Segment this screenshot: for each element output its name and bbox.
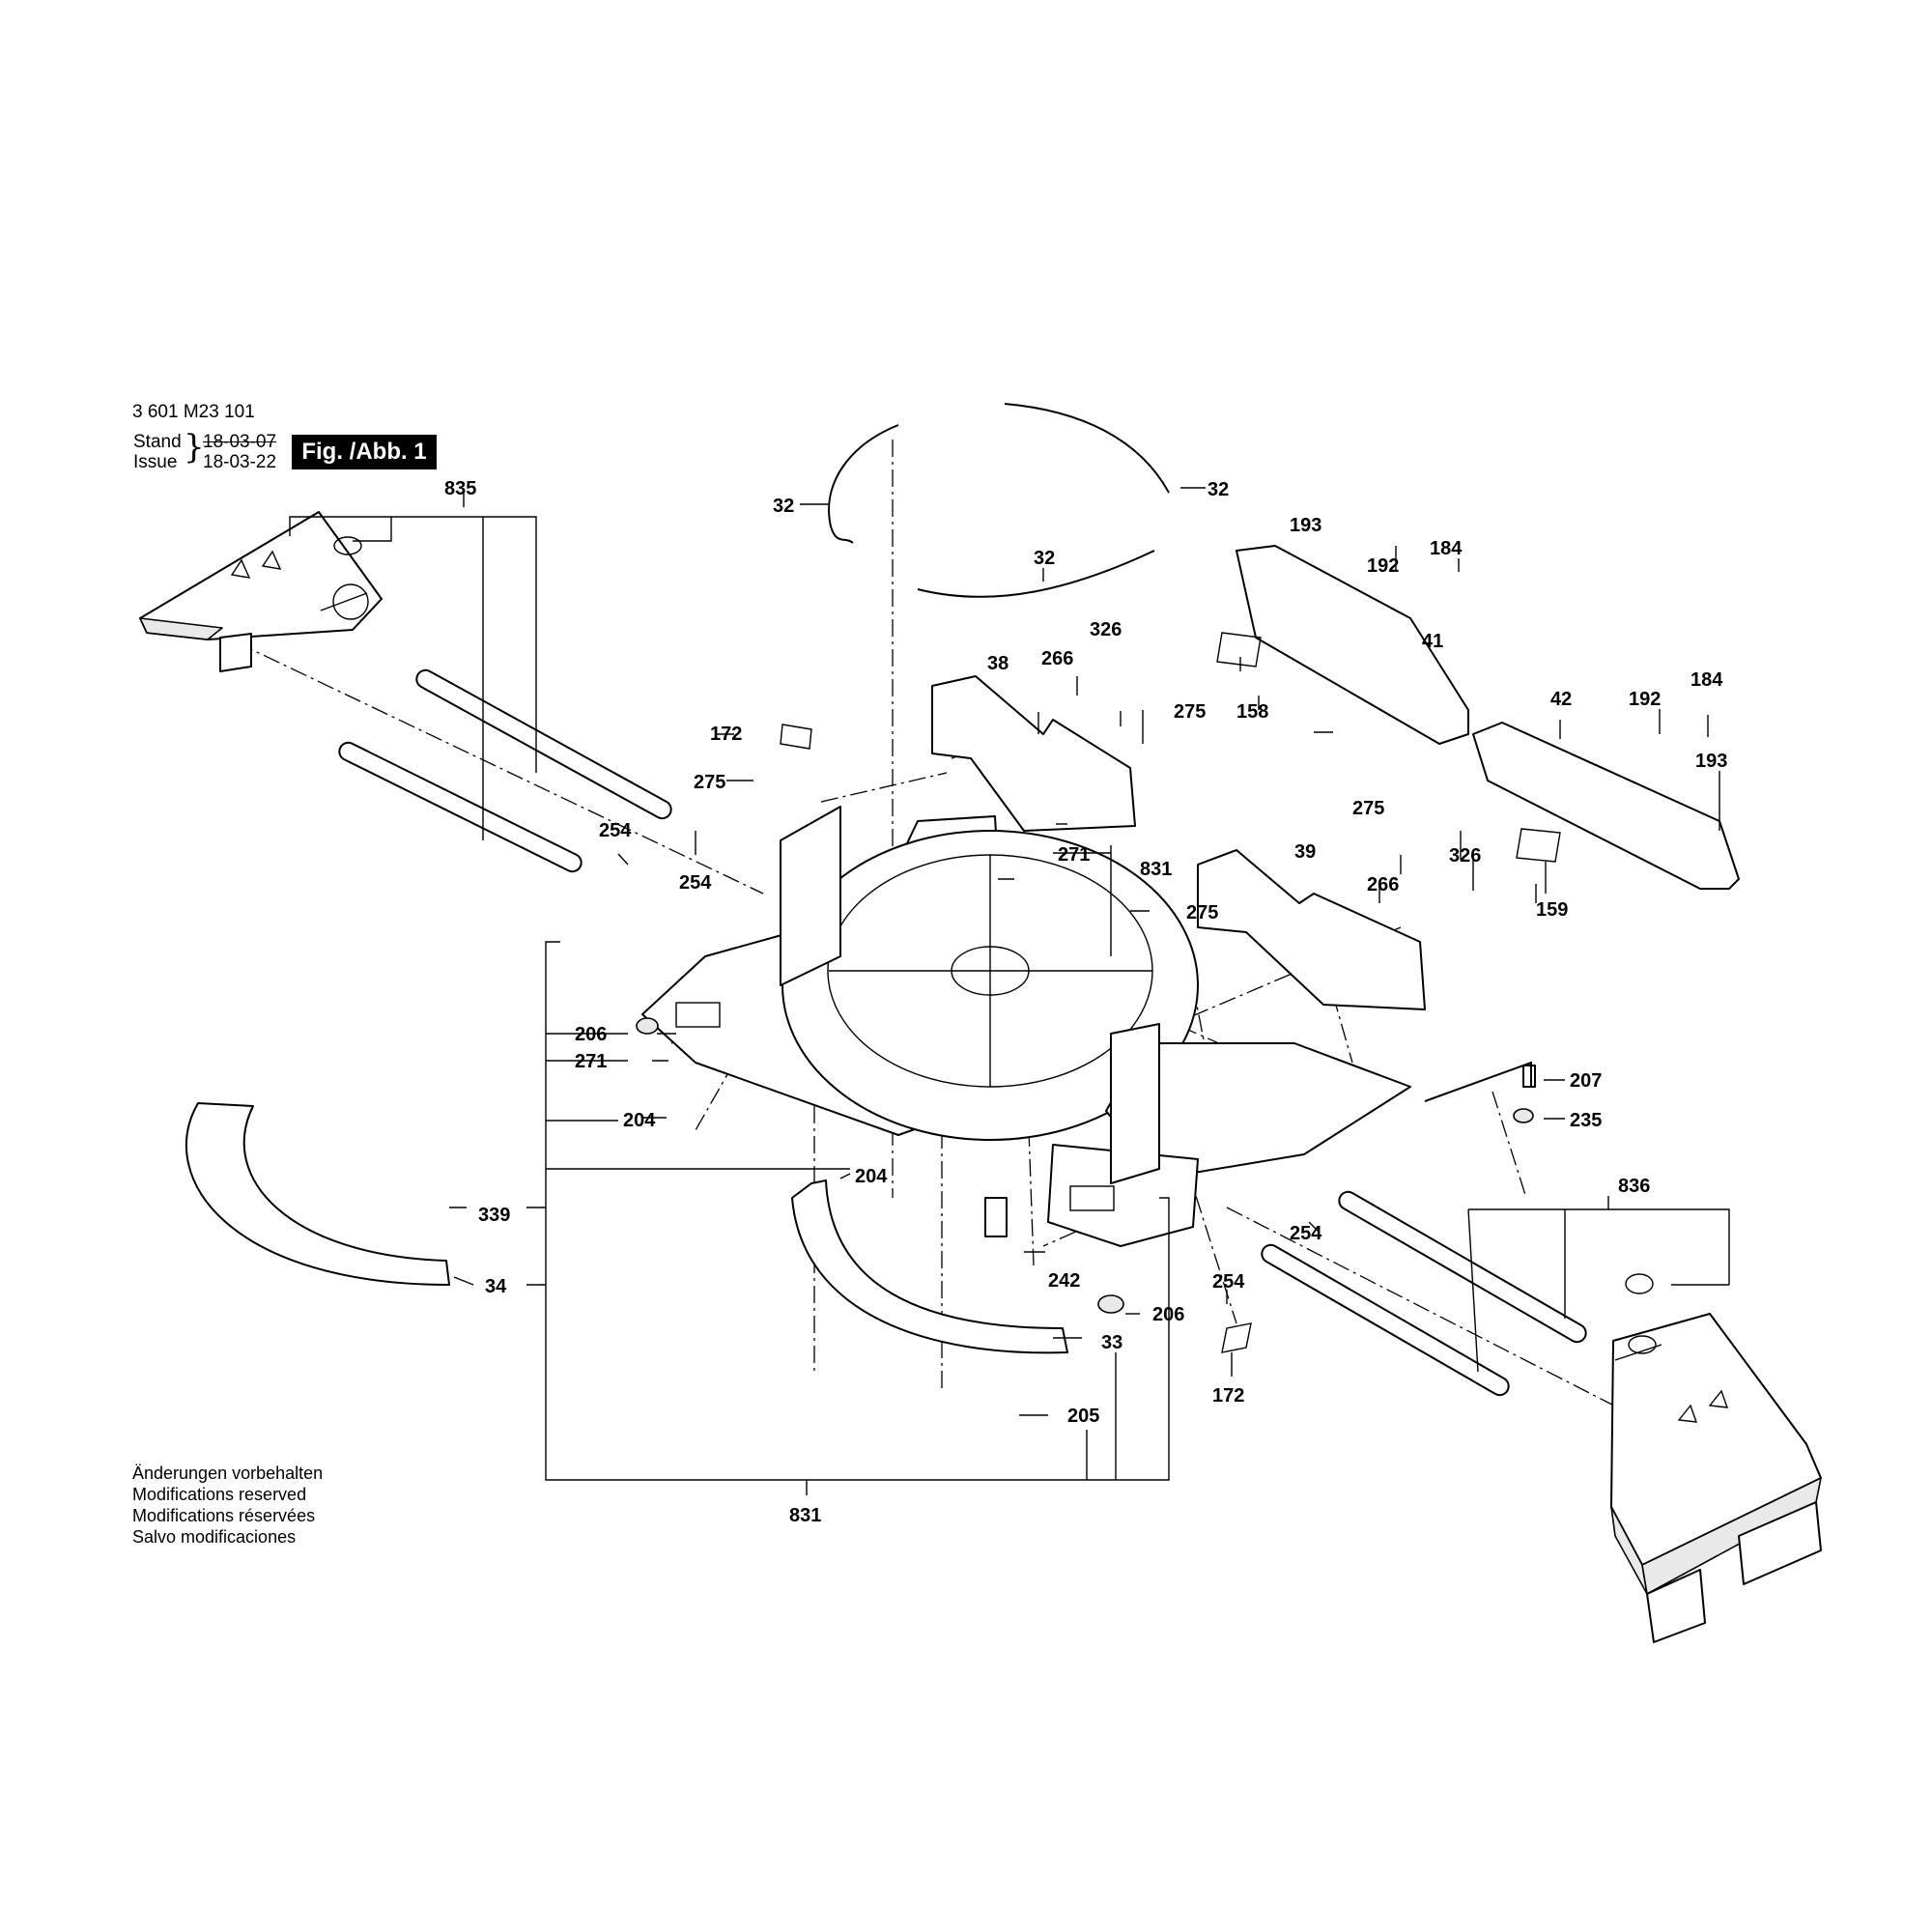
callout-242: 242 [1048, 1270, 1080, 1292]
detent-plate [791, 1179, 1068, 1354]
callout-33: 33 [1101, 1332, 1122, 1353]
left-rods [338, 668, 672, 873]
callout-193-upper: 193 [1290, 515, 1321, 536]
callout-204-left: 204 [623, 1110, 656, 1131]
leader-lines [289, 487, 1730, 1495]
new-date: 18-03-22 [203, 452, 277, 472]
old-date: 18-03-07 [203, 432, 277, 452]
turntable-base [641, 806, 1411, 1247]
callout-192-upper: 192 [1367, 555, 1399, 577]
callout-206-left: 206 [575, 1024, 607, 1045]
small-parts [636, 632, 1561, 1353]
issue-label: Issue [133, 452, 178, 472]
figure-label: Fig. /Abb. 1 [292, 435, 437, 469]
callout-831-lower: 831 [789, 1505, 821, 1526]
callout-326-right: 326 [1449, 845, 1481, 867]
callout-206-lower: 206 [1152, 1304, 1184, 1325]
callout-42: 42 [1550, 689, 1572, 710]
callout-275-upper: 275 [1174, 701, 1206, 723]
callout-32-right: 32 [1208, 479, 1229, 500]
date-brace: } [184, 428, 205, 467]
callout-159: 159 [1536, 899, 1568, 921]
callout-271-upper: 271 [1058, 844, 1090, 866]
callout-184-lower: 184 [1690, 669, 1723, 691]
callout-193-lower: 193 [1695, 751, 1727, 772]
callout-831-upper: 831 [1140, 859, 1172, 880]
callout-254-upper-left: 254 [599, 820, 632, 841]
callout-271-left: 271 [575, 1051, 607, 1072]
note-de: Änderungen vorbehalten [132, 1463, 324, 1483]
callout-158: 158 [1236, 701, 1268, 723]
callout-326-upper: 326 [1090, 619, 1122, 640]
callout-339: 339 [478, 1205, 510, 1226]
callout-32-lower: 32 [1034, 548, 1055, 569]
stand-label: Stand [133, 432, 182, 452]
callout-266-upper: 266 [1041, 648, 1073, 669]
fences [931, 545, 1740, 1010]
blade-guard-arcs [828, 403, 1170, 598]
callout-275-right: 275 [1352, 798, 1384, 819]
part-number: 3 601 M23 101 [132, 402, 255, 422]
right-rods [1261, 1190, 1587, 1397]
callout-38: 38 [987, 653, 1009, 674]
callout-205: 205 [1067, 1406, 1099, 1427]
callout-207: 207 [1570, 1070, 1602, 1092]
callout-41: 41 [1422, 631, 1443, 652]
callout-254-right: 254 [1290, 1223, 1322, 1244]
callout-192-lower: 192 [1629, 689, 1661, 710]
callout-32-left: 32 [773, 496, 794, 517]
callout-labels: 835 32 32 32 193 192 184 41 158 42 192 1… [444, 478, 1727, 1526]
callout-266-right: 266 [1367, 874, 1399, 895]
callout-835: 835 [444, 478, 476, 499]
callout-172-lower: 172 [1212, 1385, 1244, 1406]
callout-836: 836 [1618, 1176, 1650, 1197]
callout-275-left: 275 [694, 772, 725, 793]
callout-39: 39 [1294, 841, 1316, 863]
callout-172-upper: 172 [710, 724, 742, 745]
note-en: Modifications reserved [132, 1485, 307, 1504]
note-fr: Modifications réservées [132, 1506, 316, 1525]
right-extension-wing [1610, 1273, 1822, 1643]
callout-275-mid: 275 [1186, 902, 1218, 923]
left-extension-wing [139, 511, 383, 672]
miter-scale [185, 1102, 450, 1286]
callout-204-lower: 204 [855, 1166, 888, 1187]
callout-254-lower-right: 254 [1212, 1271, 1245, 1293]
callout-235: 235 [1570, 1110, 1602, 1131]
callout-254-mid-left: 254 [679, 872, 712, 894]
callout-184-upper: 184 [1430, 538, 1463, 559]
note-es: Salvo modificaciones [132, 1527, 297, 1547]
callout-34: 34 [485, 1276, 507, 1297]
